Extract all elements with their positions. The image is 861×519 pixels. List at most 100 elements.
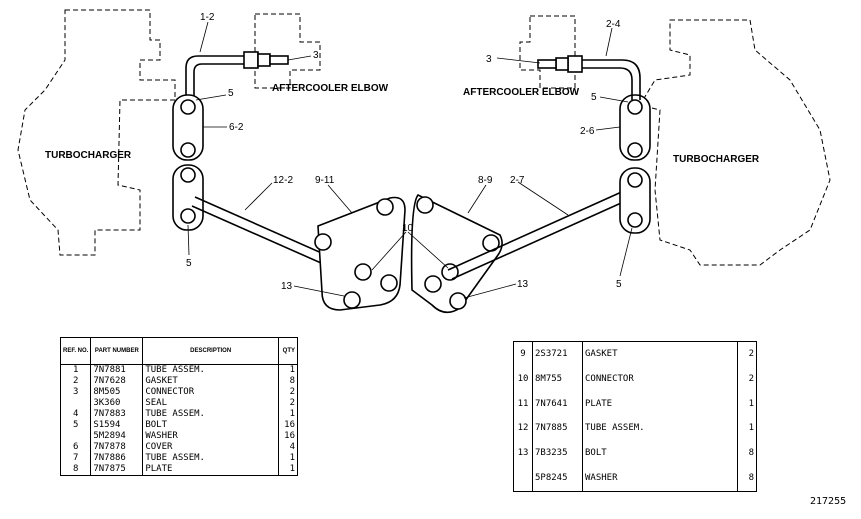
qty: 2 — [289, 387, 295, 397]
leader-8-9 — [467, 184, 487, 214]
description: TUBE ASSEM. — [142, 364, 279, 376]
ref-no: 12 — [513, 416, 533, 442]
callout-2-7: 2-7 — [510, 175, 525, 186]
qty: 1 — [748, 423, 754, 434]
filler-cell — [582, 490, 738, 492]
description: BOLT — [582, 441, 738, 466]
qty: 1 — [289, 365, 295, 375]
qty: 8 — [748, 447, 754, 458]
part-number: 7N7883 — [90, 409, 144, 420]
aftercooler-label-right: AFTERCOOLER ELBOW — [463, 87, 580, 98]
leader-3-right — [496, 57, 541, 64]
qty: 2 — [748, 374, 754, 385]
connector-right-nut — [555, 57, 569, 71]
exploded-parts-diagram: AFTERCOOLER ELBOW AFTERCOOLER ELBOW TURB… — [17, 9, 831, 314]
bolt-plate-right-5 — [449, 292, 467, 310]
part-number: 7N7628 — [90, 376, 144, 387]
callout-3-left: 3 — [313, 50, 319, 61]
description: BOLT — [142, 420, 279, 431]
description: CONNECTOR — [582, 367, 738, 392]
header-qty: QTY — [278, 337, 298, 365]
part-number: 7N7886 — [90, 453, 144, 464]
bolt-right-3 — [627, 172, 643, 188]
leader-2-4 — [605, 27, 613, 57]
bolt-plate-right-4 — [424, 275, 442, 293]
turbocharger-left-outline — [17, 9, 176, 256]
ref-no — [60, 398, 92, 409]
part-number: 2S3721 — [532, 341, 583, 368]
tube-assembly-4 — [582, 59, 641, 100]
header-ref-no: REF. NO. — [60, 337, 92, 365]
description: CONNECTOR — [142, 387, 279, 398]
bolt-plate-left-3 — [354, 263, 372, 281]
ref-no: 2 — [60, 376, 92, 387]
bolt-plate-left-4 — [380, 274, 398, 292]
qty: 1 — [748, 398, 754, 409]
description: TUBE ASSEM. — [142, 453, 279, 464]
turbocharger-label-left: TURBOCHARGER — [45, 150, 132, 161]
tube-assembly-1 — [185, 55, 245, 100]
bolt-left-3 — [180, 167, 196, 183]
bolt-left-1 — [180, 99, 196, 115]
leader-10-a — [371, 231, 407, 271]
ref-no: 1 — [60, 364, 92, 376]
figure-number: 217255 — [810, 496, 847, 507]
parts-table-header: REF. NO. PART NUMBER DESCRIPTION QTY — [60, 337, 298, 365]
bolt-right-4 — [627, 212, 643, 228]
part-number: 5M2894 — [90, 431, 144, 442]
ref-no: 8 — [60, 464, 92, 476]
ref-no: 3 — [60, 387, 92, 398]
turbocharger-right-outline — [639, 19, 831, 266]
part-number: 3K360 — [90, 398, 144, 409]
bolt-left-2 — [180, 142, 196, 158]
callout-9-11: 9-11 — [315, 175, 335, 186]
bolt-plate-left-5 — [343, 291, 361, 309]
table-filler-row — [513, 490, 757, 492]
callout-5-right-bottom: 5 — [616, 279, 622, 290]
part-number: 7N7885 — [532, 416, 583, 442]
filler-cell — [738, 490, 757, 491]
callout-5-left-bottom: 5 — [186, 258, 192, 269]
ref-no: 9 — [513, 341, 533, 368]
ref-no: 10 — [513, 367, 533, 392]
callout-13-left: 13 — [281, 281, 293, 292]
description: GASKET — [142, 376, 279, 387]
seal-right — [537, 59, 557, 69]
callout-10: 10 — [402, 223, 414, 234]
qty: 8 — [289, 376, 295, 386]
turbocharger-label-right: TURBOCHARGER — [673, 154, 760, 165]
ref-no: 7 — [60, 453, 92, 464]
qty: 1 — [289, 409, 295, 419]
qty: 16 — [284, 420, 295, 430]
callout-2-6: 2-6 — [580, 126, 595, 137]
qty: 1 — [289, 464, 295, 474]
bolt-plate-left-2 — [314, 233, 332, 251]
leader-5-left-top — [195, 94, 227, 101]
leader-9-11 — [327, 184, 353, 214]
seal-left — [269, 55, 289, 65]
callout-8-9: 8-9 — [478, 175, 493, 186]
part-number: S1594 — [90, 420, 144, 431]
callout-1-2: 1-2 — [200, 12, 215, 23]
part-number: 7B3235 — [532, 441, 583, 466]
leader-2-6 — [595, 126, 621, 131]
connector-left — [243, 51, 259, 69]
bolt-plate-right-1 — [416, 196, 434, 214]
cover-right-upper — [619, 94, 651, 161]
leader-12-2 — [244, 182, 273, 211]
leader-2-7 — [517, 181, 569, 216]
description: TUBE ASSEM. — [142, 409, 279, 420]
callout-2-4: 2-4 — [606, 19, 621, 30]
